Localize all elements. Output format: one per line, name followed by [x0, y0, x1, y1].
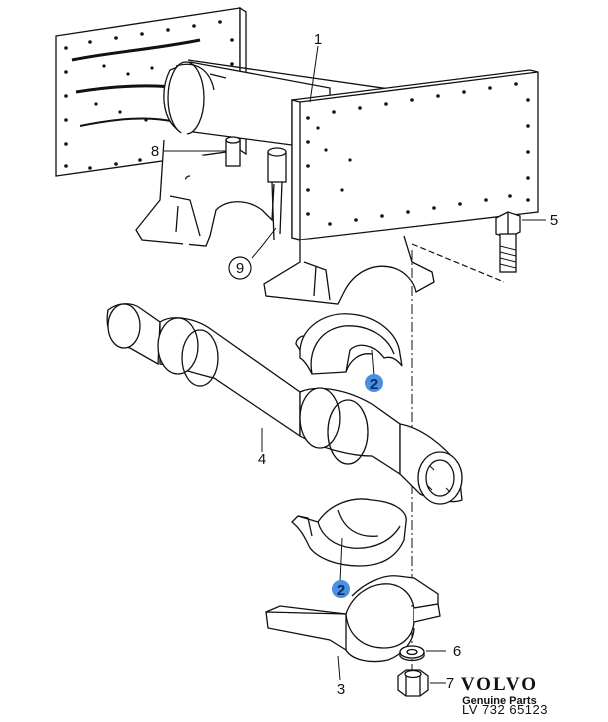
leader-lines — [164, 45, 546, 684]
highlight-badge — [365, 374, 383, 392]
brand-block: VOLVO Genuine Parts — [461, 675, 538, 708]
callout-8: 8 — [151, 143, 159, 160]
part-code: LV 732 65123 — [462, 702, 548, 717]
callout-2-upper: 2 — [365, 374, 383, 393]
washer-part — [399, 645, 425, 662]
callout-label: 3 — [337, 681, 345, 698]
callout-6: 6 — [453, 643, 461, 660]
brand-subtitle: Genuine Parts — [462, 695, 537, 707]
callout-label: 8 — [151, 143, 159, 160]
bearing-cap-part — [265, 575, 441, 663]
shaft-part — [106, 303, 463, 505]
callout-4: 4 — [258, 451, 266, 468]
callout-5: 5 — [550, 212, 558, 229]
callout-circle — [228, 256, 252, 280]
callout-label: 7 — [446, 675, 454, 692]
axle-housing-part — [55, 6, 539, 305]
callout-label: 5 — [550, 212, 558, 229]
callout-label: 1 — [314, 31, 322, 48]
callout-label: 4 — [258, 451, 266, 468]
callout-7: 7 — [446, 675, 454, 692]
bolt-part — [495, 211, 521, 273]
callout-label: 2 — [370, 376, 378, 393]
callout-label: 6 — [453, 643, 461, 660]
callout-label: 9 — [236, 260, 244, 277]
highlight-badge — [332, 580, 350, 598]
nut-part — [397, 669, 429, 697]
bolt-guide-line — [411, 243, 505, 283]
callout-label: 2 — [337, 582, 345, 599]
volvo-logo: VOLVO — [460, 674, 538, 695]
lower-bearing-shell-part — [291, 498, 407, 567]
callout-2-lower: 2 — [332, 580, 350, 599]
callout-9: 9 — [228, 256, 252, 280]
callout-3: 3 — [337, 681, 345, 698]
upper-bearing-shell-part — [295, 313, 403, 375]
callout-1: 1 — [314, 31, 322, 48]
